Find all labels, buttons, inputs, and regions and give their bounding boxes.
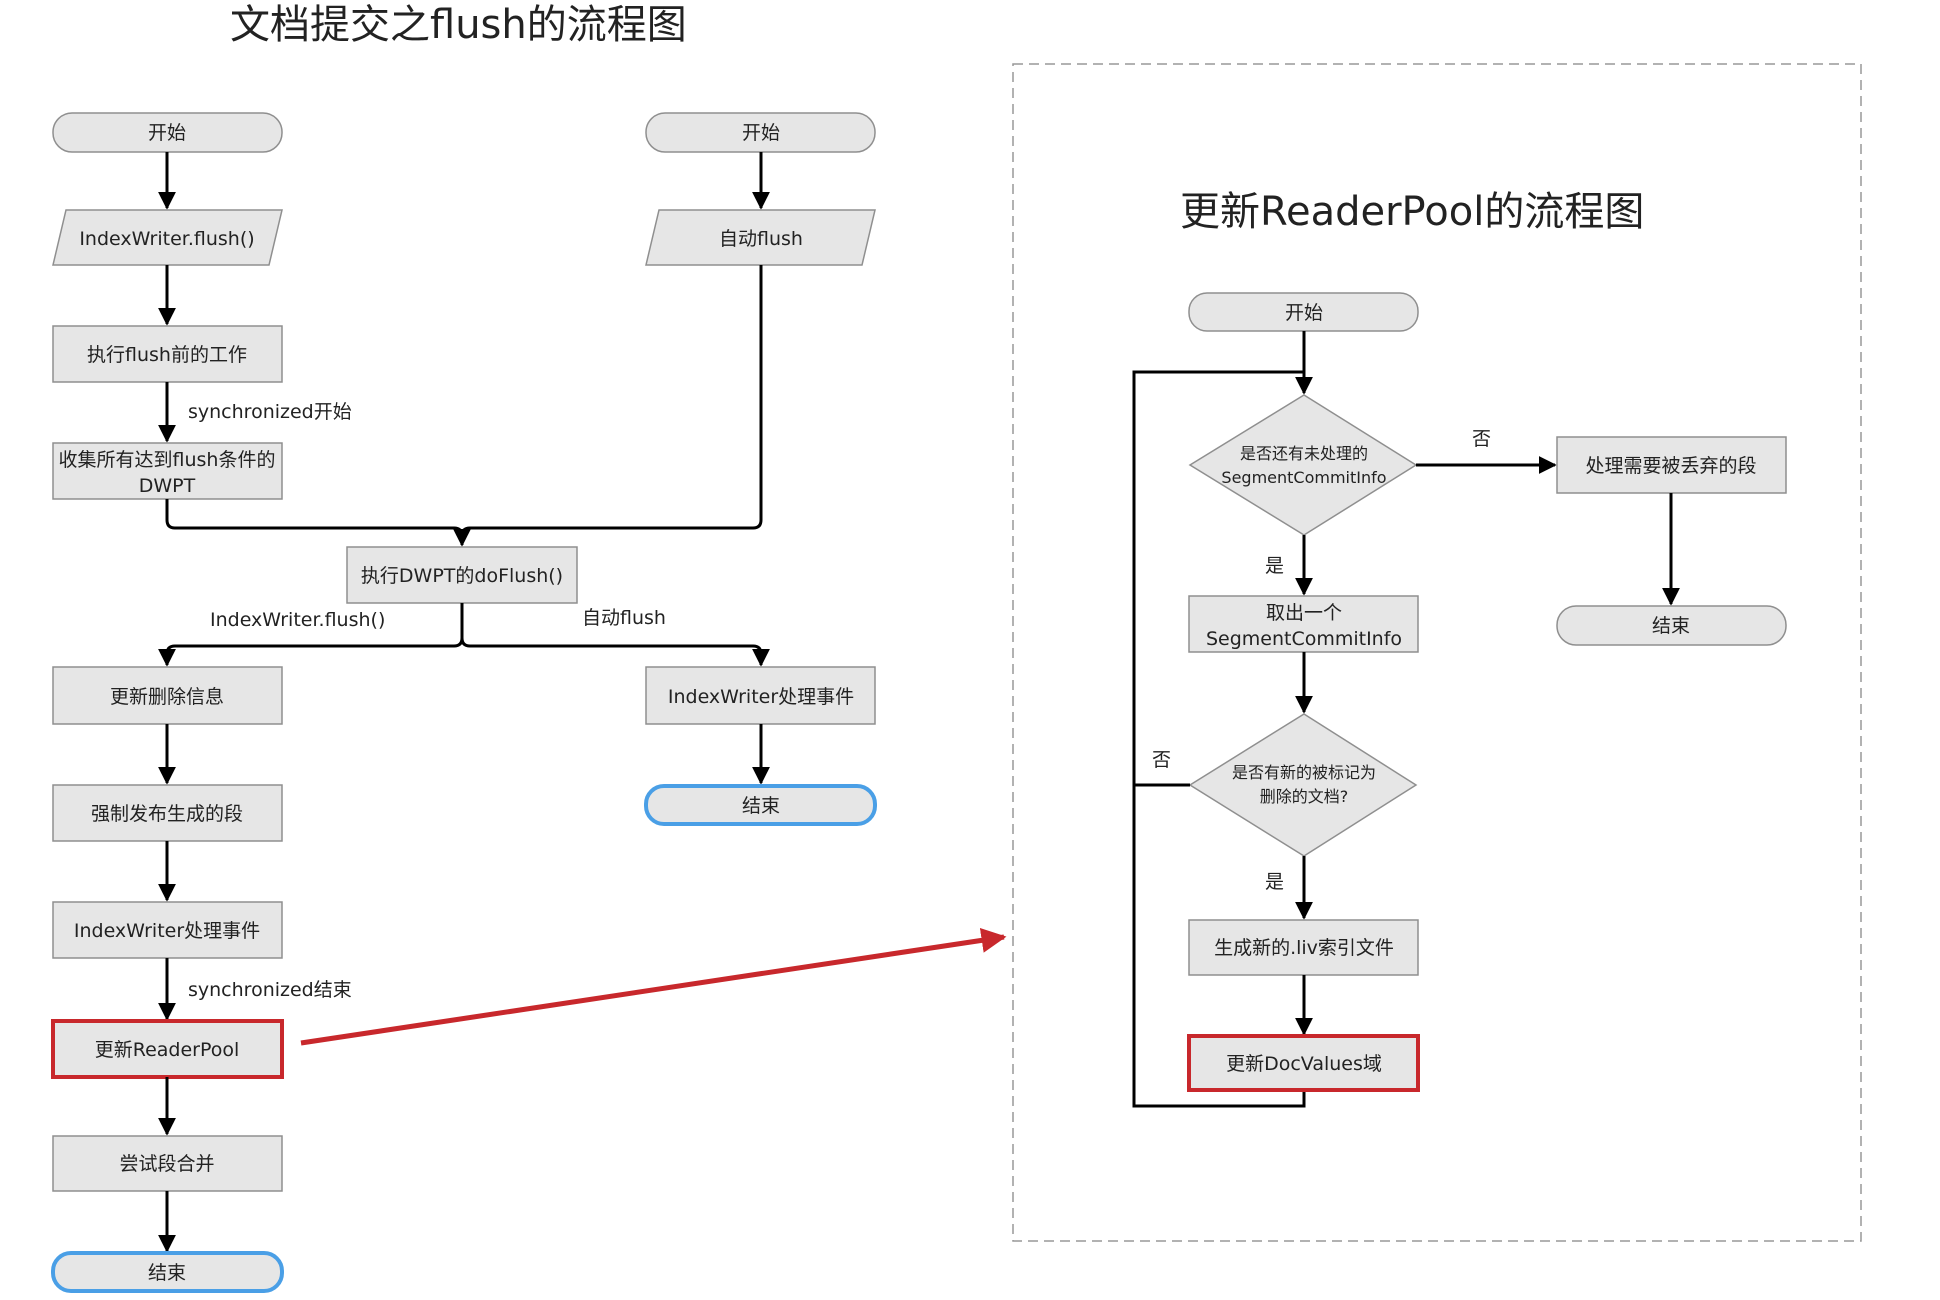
start-manual-label: 开始 xyxy=(148,122,186,144)
rp-decision1-label-1: 是否还有未处理的 xyxy=(1240,444,1368,463)
end-left-node xyxy=(51,1251,284,1293)
rp-take-label-2: SegmentCommitInfo xyxy=(1206,628,1402,650)
process-events-right-label: IndexWriter处理事件 xyxy=(668,686,854,708)
end-left-label: 结束 xyxy=(148,1262,186,1284)
branch-manual-label: IndexWriter.flush() xyxy=(210,609,385,631)
rp-no-label-2: 否 xyxy=(1152,749,1171,771)
before-flush-node xyxy=(52,325,283,383)
rp-decision2-label-2: 删除的文档? xyxy=(1260,787,1349,806)
end-right-label: 结束 xyxy=(742,795,780,817)
rp-decision2-node xyxy=(1188,713,1418,857)
edge-auto-to-doflush xyxy=(460,265,763,537)
before-flush-label: 执行flush前的工作 xyxy=(87,344,247,366)
process-events-left-label: IndexWriter处理事件 xyxy=(74,920,260,942)
rp-decision1-label-2: SegmentCommitInfo xyxy=(1221,468,1386,487)
input-flush-label: IndexWriter.flush() xyxy=(79,228,254,250)
collect-dwpt-label-1: 收集所有达到flush条件的 xyxy=(59,449,276,471)
start-auto-label: 开始 xyxy=(742,122,780,144)
update-deletes-label: 更新删除信息 xyxy=(110,686,224,708)
sync-end-label: synchronized结束 xyxy=(188,979,352,1001)
edge-collect-to-doflush xyxy=(165,499,471,547)
input-flush-node xyxy=(52,209,283,266)
rp-update-docvalues-node xyxy=(1187,1034,1420,1092)
rp-no-label-1: 否 xyxy=(1472,428,1491,450)
rp-take-label-1: 取出一个 xyxy=(1266,602,1342,624)
end-right-node xyxy=(644,784,877,826)
sync-start-label: synchronized开始 xyxy=(188,401,352,423)
branch-auto-label: 自动flush xyxy=(582,607,666,629)
force-publish-label: 强制发布生成的段 xyxy=(91,803,243,825)
rp-decision1-node xyxy=(1188,394,1418,536)
rp-gen-liv-label: 生成新的.liv索引文件 xyxy=(1214,937,1394,959)
edge-doflush-to-process-events xyxy=(460,637,770,667)
input-auto-label: 自动flush xyxy=(719,228,803,250)
rp-handle-discard-label: 处理需要被丢弃的段 xyxy=(1585,455,1756,477)
do-flush-node xyxy=(346,546,578,604)
rp-gen-liv-node xyxy=(1188,919,1419,976)
process-events-right-node xyxy=(645,666,876,725)
collect-dwpt-label-2: DWPT xyxy=(139,475,196,497)
rp-yes-label-2: 是 xyxy=(1265,871,1284,893)
process-events-left-node xyxy=(52,901,283,959)
highlight-connector-arrow xyxy=(300,927,1007,1046)
rp-update-docvalues-label: 更新DocValues域 xyxy=(1226,1053,1382,1075)
rp-loop-back-edge xyxy=(1132,370,1306,1108)
rp-handle-discard-node xyxy=(1556,436,1787,494)
input-auto-node xyxy=(645,209,876,266)
rp-take-node xyxy=(1188,595,1419,653)
do-flush-label: 执行DWPT的doFlush() xyxy=(361,565,563,587)
right-title: 更新ReaderPool的流程图 xyxy=(1180,189,1644,235)
try-merge-label: 尝试段合并 xyxy=(119,1153,214,1175)
update-readerpool-label: 更新ReaderPool xyxy=(95,1039,240,1061)
rp-end-label: 结束 xyxy=(1652,615,1690,637)
try-merge-node xyxy=(52,1135,283,1192)
rp-end-node xyxy=(1556,605,1787,646)
rp-yes-label-1: 是 xyxy=(1265,555,1284,577)
left-title: 文档提交之flush的流程图 xyxy=(230,2,687,48)
rp-decision2-label-1: 是否有新的被标记为 xyxy=(1232,763,1376,782)
reader-pool-panel xyxy=(1012,63,1862,1242)
rp-start-label: 开始 xyxy=(1285,302,1323,324)
collect-dwpt-node xyxy=(52,442,283,500)
